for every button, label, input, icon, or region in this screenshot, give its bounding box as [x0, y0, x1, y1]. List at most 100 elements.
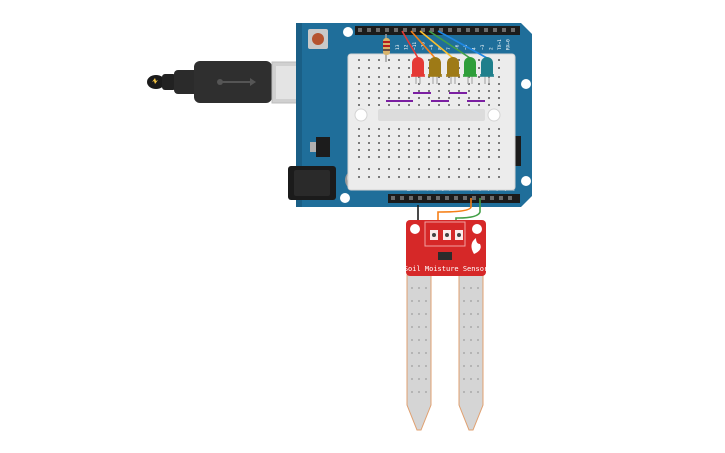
header-pin[interactable]: [475, 28, 479, 32]
wire-signal[interactable]: [455, 198, 481, 236]
header-pin[interactable]: [445, 196, 449, 200]
power-jack[interactable]: [288, 166, 336, 200]
breadboard-hole: [478, 97, 480, 99]
breadboard-hole: [358, 67, 360, 69]
breadboard-hole: [368, 67, 370, 69]
header-pin[interactable]: [448, 28, 452, 32]
header-pin[interactable]: [457, 28, 461, 32]
header-pin[interactable]: [427, 196, 431, 200]
led-wires[interactable]: [401, 30, 488, 59]
header-label: ~3: [480, 44, 486, 50]
header-pin[interactable]: [499, 196, 503, 200]
breadboard-hole: [448, 104, 450, 106]
header-pin[interactable]: [472, 196, 476, 200]
header-pin[interactable]: [466, 28, 470, 32]
breadboard-hole: [448, 149, 450, 151]
header-pin[interactable]: [418, 196, 422, 200]
header-pin[interactable]: [454, 196, 458, 200]
breadboard[interactable]: [347, 53, 516, 191]
probe-dot: [418, 391, 420, 393]
breadboard-hole: [388, 128, 390, 130]
breadboard-hole: [468, 97, 470, 99]
header-pin[interactable]: [481, 196, 485, 200]
breadboard-hole: [448, 176, 450, 178]
breadboard-hole: [478, 59, 480, 61]
breadboard-hole: [468, 128, 470, 130]
header-pin[interactable]: [403, 28, 407, 32]
digital-header[interactable]: [355, 26, 520, 35]
breadboard-hole: [478, 104, 480, 106]
breadboard-hole: [478, 90, 480, 92]
led[interactable]: [463, 57, 477, 84]
header-pin[interactable]: [358, 28, 362, 32]
breadboard-hole: [488, 97, 490, 99]
header-pin[interactable]: [484, 28, 488, 32]
breadboard-hole: [358, 142, 360, 144]
breadboard-hole: [358, 176, 360, 178]
probe-dot: [411, 300, 413, 302]
soil-moisture-sensor[interactable]: Soil Moisture Sensor: [404, 220, 488, 431]
wire-red[interactable]: [401, 30, 419, 59]
probe-dot: [418, 326, 420, 328]
breadboard-hole: [368, 128, 370, 130]
header-pin[interactable]: [490, 196, 494, 200]
probe-dot: [477, 313, 479, 315]
header-pin[interactable]: [439, 28, 443, 32]
power-analog-header[interactable]: [388, 194, 520, 203]
header-label: 12: [404, 44, 410, 50]
header-label: RX←0: [506, 39, 512, 50]
header-pin[interactable]: [421, 28, 425, 32]
led[interactable]: [480, 57, 494, 84]
led[interactable]: [446, 57, 460, 84]
probe-dot: [463, 352, 465, 354]
breadboard-hole: [358, 90, 360, 92]
resistor[interactable]: [383, 34, 390, 62]
breadboard-hole: [398, 149, 400, 151]
header-pin[interactable]: [376, 28, 380, 32]
breadboard-hole: [498, 76, 500, 78]
probe-dot: [418, 365, 420, 367]
probe-dot: [463, 391, 465, 393]
breadboard-hole: [428, 83, 430, 85]
header-pin[interactable]: [511, 28, 515, 32]
header-pin[interactable]: [391, 196, 395, 200]
header-pin[interactable]: [508, 196, 512, 200]
breadboard-hole: [378, 128, 380, 130]
wire-orange[interactable]: [410, 30, 436, 59]
probe-dot: [463, 313, 465, 315]
header-pin[interactable]: [430, 28, 434, 32]
wire-yellow[interactable]: [419, 30, 454, 59]
header-pin[interactable]: [502, 28, 506, 32]
breadboard-hole: [468, 135, 470, 137]
wire-green[interactable]: [428, 30, 471, 59]
wire-vcc[interactable]: [437, 198, 472, 236]
header-pin[interactable]: [436, 196, 440, 200]
breadboard-hole: [358, 59, 360, 61]
header-pin[interactable]: [409, 196, 413, 200]
breadboard-hole: [388, 97, 390, 99]
breadboard-hole: [418, 128, 420, 130]
reset-button[interactable]: [308, 29, 328, 49]
header-pin[interactable]: [463, 196, 467, 200]
header-pin[interactable]: [412, 28, 416, 32]
header-pin[interactable]: [385, 28, 389, 32]
wire-blue[interactable]: [437, 30, 488, 59]
breadboard-hole: [478, 128, 480, 130]
breadboard-hole: [488, 149, 490, 151]
breadboard-hole: [468, 149, 470, 151]
probe-dot: [477, 339, 479, 341]
probe-dot: [411, 391, 413, 393]
header-pin[interactable]: [400, 196, 404, 200]
probe-dot: [477, 300, 479, 302]
led[interactable]: [411, 57, 425, 84]
header-pin[interactable]: [394, 28, 398, 32]
header-pin[interactable]: [367, 28, 371, 32]
breadboard-hole: [378, 90, 380, 92]
icsp-header: [514, 136, 521, 166]
breadboard-hole: [378, 59, 380, 61]
mounting-hole: [521, 176, 531, 186]
led[interactable]: [428, 57, 442, 84]
breadboard-hole: [398, 168, 400, 170]
header-pin[interactable]: [493, 28, 497, 32]
